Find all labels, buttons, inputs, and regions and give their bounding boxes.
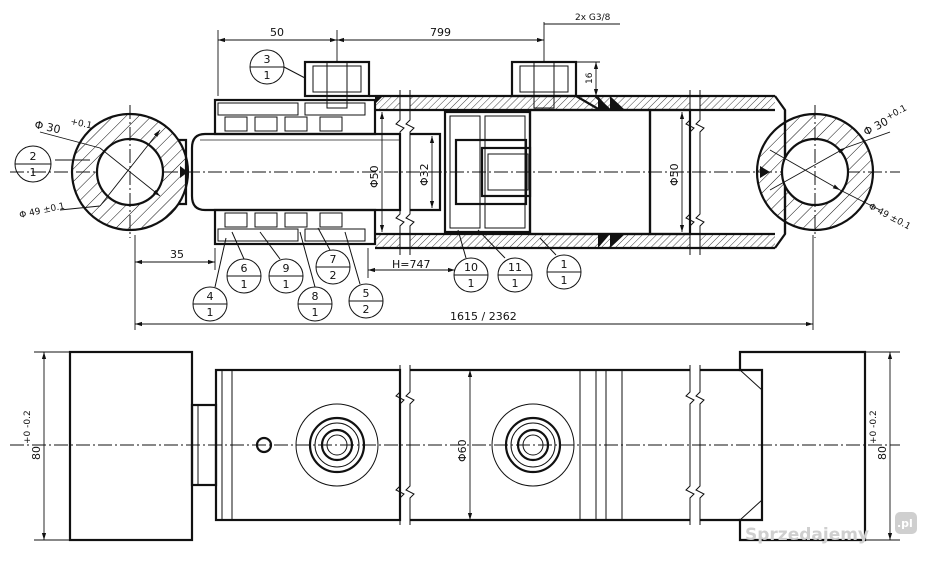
lower-dims <box>134 235 814 330</box>
right-eye <box>755 105 875 238</box>
balloon-10-num: 10 <box>464 261 478 274</box>
balloon-10-qty: 1 <box>468 277 475 290</box>
balloon-6: 6 1 <box>226 231 262 294</box>
balloon-2: 2 1 <box>14 145 52 183</box>
dim-phi50-bore: Φ50 <box>668 163 681 186</box>
dim-80-left-tol: +0 -0.2 <box>23 410 33 444</box>
balloon-2-num: 2 <box>30 150 37 163</box>
right-eye-block <box>738 350 867 542</box>
balloon-3-qty: 1 <box>264 69 271 82</box>
balloon-1-qty: 1 <box>561 274 568 287</box>
piston-rod <box>190 132 442 212</box>
balloon-3: 3 1 <box>249 49 306 85</box>
internal-diameter-dims <box>379 112 685 232</box>
dim-80-left: 80 <box>30 446 43 460</box>
balloon-4-num: 4 <box>207 290 214 303</box>
balloon-11-qty: 1 <box>512 277 519 290</box>
dim-phi30-left-tol: +0.1 <box>69 117 92 131</box>
balloon-8-qty: 1 <box>312 306 319 319</box>
head-gland <box>213 98 377 246</box>
balloon-2-qty: 1 <box>30 166 37 179</box>
balloon-9-qty: 1 <box>283 278 290 291</box>
dim-phi50-rod-zone: Φ50 <box>368 165 381 188</box>
dim-phi49-left: Φ 49 ±0.1 <box>19 202 66 221</box>
section-view: 50 799 2x G3/8 16 Φ 30 +0.1 Φ 49 ±0.1 Φ … <box>10 13 912 330</box>
dim-phi30-left: Φ 30 <box>33 118 61 136</box>
port-right-exterior <box>491 403 575 487</box>
watermark-text: Sprzedajemy <box>745 525 869 545</box>
balloon-4-qty: 1 <box>207 306 214 319</box>
balloon-5-num: 5 <box>363 287 370 300</box>
port-left-exterior <box>295 403 379 487</box>
balloon-9: 9 1 <box>259 231 304 294</box>
balloon-8-num: 8 <box>312 290 319 303</box>
cap-block <box>528 108 692 236</box>
balloon-5: 5 2 <box>344 231 384 319</box>
balloon-11: 11 1 <box>477 229 533 293</box>
balloon-7-qty: 2 <box>330 269 337 282</box>
top-dimensions <box>217 22 620 97</box>
watermark: Sprzedajemy .pl <box>745 512 917 545</box>
seal-marks <box>375 96 625 248</box>
dim-35: 35 <box>170 248 184 261</box>
dim-phi49-right: Φ 49 ±0.1 <box>867 202 912 232</box>
left-eye-block <box>68 350 194 542</box>
dim-phi30-right-tol: +0.1 <box>885 104 909 123</box>
balloon-8: 8 1 <box>297 231 333 322</box>
dim-80-right: 80 <box>876 446 889 460</box>
dim-80-right-tol: +0 -0.2 <box>869 410 879 444</box>
dim-overall: 1615 / 2362 <box>450 310 517 323</box>
balloon-1-num: 1 <box>561 258 568 271</box>
dim-phi60-barrel: Φ60 <box>456 439 469 462</box>
watermark-tld: .pl <box>897 517 913 530</box>
left-eye-dims <box>39 129 161 211</box>
dim-phi32: Φ32 <box>418 163 431 186</box>
balloon-7-num: 7 <box>330 253 337 266</box>
balloon-11-num: 11 <box>508 261 522 274</box>
balloons: 3 1 2 1 6 1 9 1 <box>14 49 582 322</box>
balloon-7: 7 2 <box>315 227 351 285</box>
balloon-1: 1 1 <box>539 237 582 290</box>
balloon-10: 10 1 <box>453 229 489 293</box>
dim-stroke: H=747 <box>392 258 430 271</box>
dim-16: 16 <box>585 72 595 84</box>
piston <box>443 110 532 234</box>
dim-port-thread: 2x G3/8 <box>575 13 611 23</box>
balloon-6-num: 6 <box>241 262 248 275</box>
balloon-9-num: 9 <box>283 262 290 275</box>
balloon-6-qty: 1 <box>241 278 248 291</box>
balloon-3-num: 3 <box>264 53 271 66</box>
dim-50-top: 50 <box>270 26 284 39</box>
balloon-4: 4 1 <box>192 237 228 322</box>
vent-hole <box>255 436 273 454</box>
balloon-5-qty: 2 <box>363 303 370 316</box>
dim-799: 799 <box>430 26 451 39</box>
exterior-view <box>10 350 900 542</box>
right-eye-dims <box>769 131 891 211</box>
